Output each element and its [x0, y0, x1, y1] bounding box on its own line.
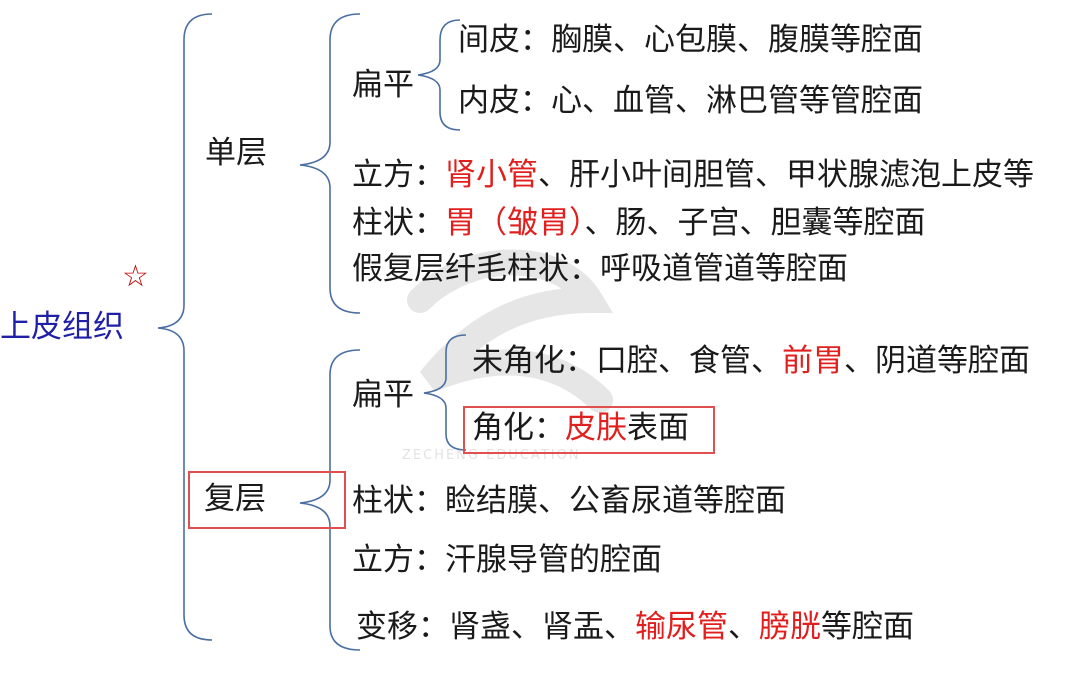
- highlight-text: 肾小管: [445, 157, 538, 193]
- stratified-columnar-line: 柱状：睑结膜、公畜尿道等腔面: [352, 483, 786, 519]
- highlight-text: 膀胱: [759, 609, 821, 645]
- stratified-bracket: [299, 349, 361, 651]
- root-bracket: [157, 13, 213, 641]
- highlight-text: 输尿管: [635, 609, 728, 645]
- star-icon: ☆: [122, 259, 149, 294]
- single-bracket: [299, 13, 361, 314]
- nonkeratinized-line: 未角化：口腔、食管、前胃、阴道等腔面: [472, 343, 1030, 379]
- stratified-label: 复层: [204, 481, 266, 517]
- highlight-text: 胃（皱胃）: [445, 205, 585, 241]
- keratinized-highlight-box: [463, 406, 715, 454]
- stratified-highlight-box: [188, 471, 346, 529]
- single-layer-label: 单层: [205, 135, 267, 171]
- endothelium-line: 内皮：心、血管、淋巴管等管腔面: [458, 83, 923, 119]
- mesothelium-line: 间皮：胸膜、心包膜、腹膜等腔面: [458, 22, 923, 58]
- highlight-text: 前胃: [782, 343, 844, 379]
- transitional-line: 变移：肾盏、肾盂、输尿管、膀胱等腔面: [356, 609, 914, 645]
- stratified-flat-bracket: [423, 334, 467, 451]
- highlight-text: 皮肤: [565, 410, 627, 446]
- single-columnar-line: 柱状：胃（皱胃）、肠、子宫、胆囊等腔面: [352, 205, 926, 241]
- stratified-cuboidal-line: 立方：汗腺导管的腔面: [352, 542, 662, 578]
- root-label: 上皮组织: [0, 309, 124, 345]
- pseudostratified-line: 假复层纤毛柱状：呼吸道管道等腔面: [352, 251, 848, 287]
- single-flat-label: 扁平: [352, 67, 414, 103]
- single-flat-bracket: [417, 19, 461, 131]
- watermark-text: ZECHENG EDUCATION: [402, 448, 581, 463]
- keratinized-line: 角化：皮肤表面: [472, 410, 689, 446]
- single-cuboidal-line: 立方：肾小管、肝小叶间胆管、甲状腺滤泡上皮等: [352, 157, 1034, 193]
- stratified-flat-label: 扁平: [352, 377, 414, 413]
